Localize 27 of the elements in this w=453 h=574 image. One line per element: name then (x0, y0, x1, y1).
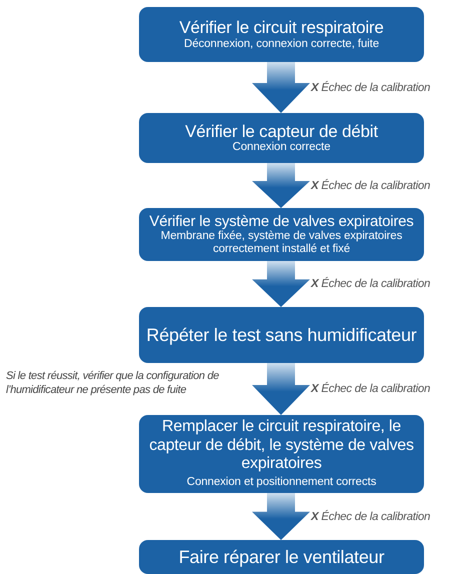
step-title: Faire réparer le ventilateur (178, 546, 386, 568)
step-detail: Connexion et positionnement corrects (186, 476, 378, 490)
step-detail: Membrane fixée, système de valves expiratoires correctement installé et fixé (160, 230, 402, 256)
step-detail: Déconnexion, connexion correcte, fuite (182, 38, 380, 51)
edge-label: X Échec de la calibration (311, 278, 430, 290)
step-detail: Connexion correcte (232, 141, 332, 154)
process-box (139, 7, 424, 62)
block-arrow (252, 363, 310, 415)
step-title: Répéter le test sans humidificateur (145, 324, 418, 346)
block-arrow (252, 163, 310, 208)
step-title: Remplacer le circuit respiratoire, le capteur de débit, le système de valves expiratoires (148, 418, 415, 474)
step-title: Vérifier le système de valves expiratoires (148, 212, 415, 230)
process-box (139, 540, 424, 574)
block-arrow (252, 261, 310, 307)
step-title: Vérifier le circuit respiratoire (178, 18, 385, 38)
note-text: Si le test réussit, vérifier que la configuration de l’humidificateur ne présente pas de fuite (6, 369, 220, 398)
edge-label: X Échec de la calibration (311, 180, 430, 192)
process-box (139, 208, 424, 261)
process-box (139, 113, 424, 163)
edge-label: X Échec de la calibration (311, 510, 430, 522)
block-arrow (252, 62, 310, 113)
block-arrow (252, 493, 310, 540)
step-title: Vérifier le capteur de débit (184, 122, 379, 142)
process-box (139, 307, 424, 363)
edge-label: X Échec de la calibration (311, 383, 430, 395)
process-box (139, 415, 424, 493)
edge-label: X Échec de la calibration (311, 82, 430, 94)
